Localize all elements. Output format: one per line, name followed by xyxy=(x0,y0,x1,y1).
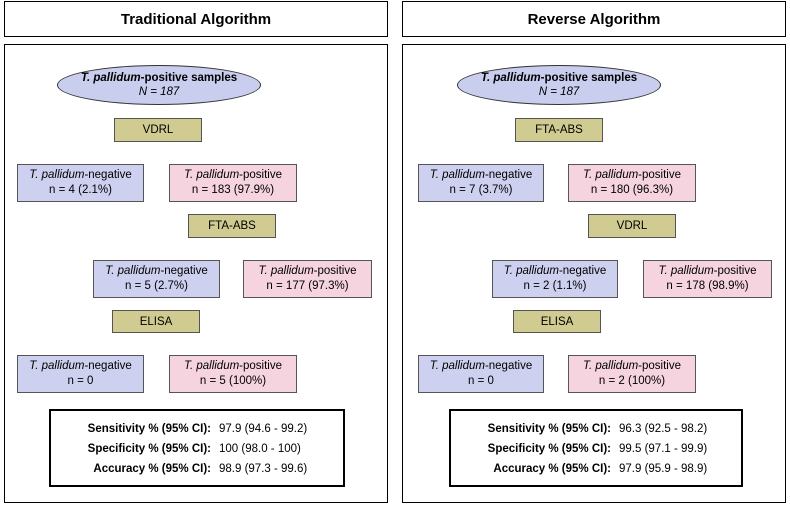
stat-value: 97.9 (94.6 - 99.2) xyxy=(219,423,308,435)
test-label: VDRL xyxy=(616,220,648,232)
stat-label: Sensitivity % (95% CI): xyxy=(87,423,211,435)
test-label: ELISA xyxy=(139,315,173,328)
stat-label: Specificity % (95% CI): xyxy=(487,443,611,455)
node-count: n = 2 (1.1%) xyxy=(523,280,587,292)
root-count: N = 187 xyxy=(538,86,580,98)
test-label: FTA-ABS xyxy=(208,220,256,232)
node-count: n = 183 (97.9%) xyxy=(191,184,275,196)
negative-node-1: T. pallidum-negative n = 4 (2.1%) xyxy=(17,164,144,202)
performance-stats-box: Sensitivity % (95% CI): 97.9 (94.6 - 99.2… xyxy=(49,409,345,487)
node-rest: -negative xyxy=(484,360,533,372)
negative-node-2: T. pallidum-negative n = 2 (1.1%) xyxy=(492,260,618,298)
negative-node-3: T. pallidum-negative n = 0 xyxy=(17,355,144,393)
node-count: n = 2 (100%) xyxy=(598,375,666,387)
node-rest: -positive xyxy=(638,169,681,181)
node-count: n = 177 (97.3%) xyxy=(266,280,349,292)
node-italic: T. pallidum xyxy=(183,169,240,181)
test-label: FTA-ABS xyxy=(535,124,583,136)
node-rest: -positive xyxy=(239,169,282,181)
negative-node-1: T. pallidum-negative n = 7 (3.7%) xyxy=(418,164,544,202)
node-italic: T. pallidum xyxy=(258,265,314,277)
node-italic: T. pallidum xyxy=(503,265,559,277)
negative-node-2: T. pallidum-negative n = 5 (2.7%) xyxy=(93,260,220,298)
node-count: n = 0 xyxy=(67,375,94,387)
node-italic: T. pallidum xyxy=(582,360,639,372)
stat-row-accuracy: Accuracy % (95% CI): 97.9 (95.9 - 98.9) xyxy=(451,461,741,477)
node-italic: T. pallidum xyxy=(105,265,161,277)
test-fta-abs: FTA-ABS xyxy=(515,118,603,142)
node-rest: -positive xyxy=(713,265,757,277)
stat-row-sensitivity: Sensitivity % (95% CI): 96.3 (92.5 - 98.2… xyxy=(451,421,741,437)
node-count: n = 5 (2.7%) xyxy=(125,280,188,292)
stat-label: Accuracy % (95% CI): xyxy=(493,463,611,475)
stat-row-specificity: Specificity % (95% CI): 100 (98.0 - 100) xyxy=(51,441,343,457)
stat-row-specificity: Specificity % (95% CI): 99.5 (97.1 - 99.9… xyxy=(451,441,741,457)
negative-node-3: T. pallidum-negative n = 0 xyxy=(418,355,544,393)
node-italic: T. pallidum xyxy=(429,169,485,181)
node-count: n = 5 (100%) xyxy=(199,375,267,387)
node-italic: T. pallidum xyxy=(183,360,240,372)
positive-node-1: T. pallidum-positive n = 183 (97.9%) xyxy=(169,164,297,202)
stat-value: 96.3 (92.5 - 98.2) xyxy=(619,423,708,435)
stat-row-sensitivity: Sensitivity % (95% CI): 97.9 (94.6 - 99.2… xyxy=(51,421,343,437)
test-vdrl: VDRL xyxy=(588,214,676,238)
node-rest: -negative xyxy=(484,169,533,181)
node-italic: T. pallidum xyxy=(29,360,85,372)
root-samples-node: T. pallidum-positive samples N = 187 xyxy=(57,65,261,105)
node-rest: -negative xyxy=(84,360,132,372)
reverse-algorithm-title: Reverse Algorithm xyxy=(402,1,786,37)
performance-stats-box: Sensitivity % (95% CI): 96.3 (92.5 - 98.2… xyxy=(449,409,743,487)
node-rest: -positive xyxy=(313,265,357,277)
node-italic: T. pallidum xyxy=(429,360,485,372)
node-count: n = 7 (3.7%) xyxy=(449,184,513,196)
node-rest: -negative xyxy=(558,265,607,277)
node-italic: T. pallidum xyxy=(582,169,639,181)
test-label: VDRL xyxy=(142,124,174,136)
node-count: n = 180 (96.3%) xyxy=(590,184,674,196)
node-count: n = 178 (98.9%) xyxy=(666,280,749,292)
stat-label: Specificity % (95% CI): xyxy=(87,443,211,455)
root-samples-node: T. pallidum-positive samples N = 187 xyxy=(457,65,661,105)
node-italic: T. pallidum xyxy=(658,265,714,277)
test-vdrl: VDRL xyxy=(114,118,202,142)
stat-value: 98.9 (97.3 - 99.6) xyxy=(219,463,308,475)
traditional-algorithm-title: Traditional Algorithm xyxy=(4,1,388,37)
stat-label: Accuracy % (95% CI): xyxy=(93,463,211,475)
node-rest: -positive xyxy=(638,360,681,372)
test-elisa: ELISA xyxy=(513,310,601,333)
positive-node-3: T. pallidum-positive n = 5 (100%) xyxy=(169,355,297,393)
stat-value: 97.9 (95.9 - 98.9) xyxy=(619,463,708,475)
title-text: Reverse Algorithm xyxy=(527,10,661,28)
node-rest: -negative xyxy=(160,265,208,277)
node-count: n = 0 xyxy=(468,375,494,387)
stat-label: Sensitivity % (95% CI): xyxy=(487,423,611,435)
node-count: n = 4 (2.1%) xyxy=(49,184,112,196)
node-rest: -positive xyxy=(239,360,282,372)
node-rest: -negative xyxy=(84,169,132,181)
test-fta-abs: FTA-ABS xyxy=(188,214,276,238)
root-rest: -positive samples xyxy=(540,72,638,84)
positive-node-3: T. pallidum-positive n = 2 (100%) xyxy=(568,355,696,393)
root-italic: T. pallidum xyxy=(80,72,141,84)
root-rest: -positive samples xyxy=(140,72,238,84)
stat-value: 99.5 (97.1 - 99.9) xyxy=(619,443,708,455)
root-italic: T. pallidum xyxy=(480,72,541,84)
positive-node-2: T. pallidum-positive n = 177 (97.3%) xyxy=(243,260,372,298)
root-count: N = 187 xyxy=(138,86,180,98)
test-label: ELISA xyxy=(540,315,574,328)
node-italic: T. pallidum xyxy=(29,169,85,181)
positive-node-1: T. pallidum-positive n = 180 (96.3%) xyxy=(568,164,696,202)
positive-node-2: T. pallidum-positive n = 178 (98.9%) xyxy=(643,260,772,298)
title-text: Traditional Algorithm xyxy=(120,10,272,28)
test-elisa: ELISA xyxy=(112,310,200,333)
stat-value: 100 (98.0 - 100) xyxy=(219,443,301,455)
stat-row-accuracy: Accuracy % (95% CI): 98.9 (97.3 - 99.6) xyxy=(51,461,343,477)
